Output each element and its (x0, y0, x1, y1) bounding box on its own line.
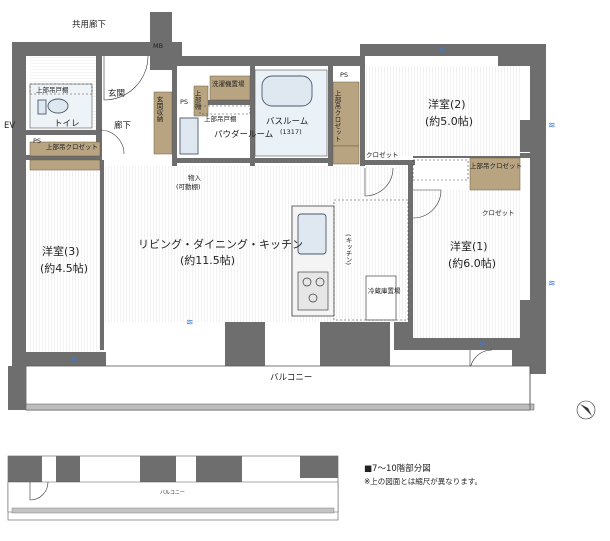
storage-label: 物入 (188, 173, 202, 182)
balcony-small-label: バルコニー (160, 490, 185, 496)
kitchen-area (291, 199, 409, 321)
bathroom-area (254, 69, 328, 157)
ps-label-mid: PS (180, 98, 188, 106)
room3-size-label: (約4.5帖) (40, 261, 88, 275)
room2-door-swing (364, 167, 394, 197)
entrance-door-swing (103, 55, 149, 101)
balcony-label: バルコニー (270, 373, 312, 383)
room3-label: 洋室(3) (42, 244, 80, 258)
ldk-size-label: (約11.5帖) (180, 253, 235, 267)
shoe-storage-label: 玄関収納 (155, 95, 163, 124)
upper-hanging-closet-label: 上部吊クロゼット (333, 89, 341, 143)
utility-area (179, 75, 251, 155)
ldk-label: リビング・ダイニング・キッチン (138, 237, 303, 251)
aircon-vent-icon: ≋ (438, 45, 446, 55)
upper-closet-label: 上部吊クロゼット (46, 142, 98, 151)
fridge-space-box (365, 275, 397, 321)
aircon-vent-icon: ≋ (186, 318, 194, 328)
closet-room3 (29, 159, 101, 171)
toilet-area (29, 83, 93, 129)
mb-label: MB (153, 42, 163, 50)
closet-label-room2: クロゼット (366, 150, 399, 159)
outer-walls (12, 12, 546, 382)
aircon-vent-icon: ≋ (478, 340, 486, 350)
upper-shelf-box (193, 85, 209, 117)
toilet-tank-icon (37, 99, 47, 115)
room1-label: 洋室(1) (450, 239, 488, 253)
closet-room2 (332, 145, 360, 165)
room-floors (30, 56, 520, 352)
upper-closet-left (29, 141, 101, 157)
balcony (8, 365, 535, 411)
legend-title: ■7～10階部分図 (364, 464, 431, 474)
closet-room1 (469, 157, 521, 191)
room1-size-label: (約6.0帖) (448, 256, 496, 270)
north-arrow-icon (576, 400, 596, 420)
room1-door-swing (412, 189, 442, 219)
legend-note: ※上の図面とは縮尺が異なります。 (364, 477, 483, 486)
ev-label: EV (4, 121, 15, 131)
partial-plan-7-10f (7, 455, 339, 521)
bathtub-icon (261, 75, 313, 107)
corridor-label: 廊下 (114, 120, 132, 131)
aircon-vent-icon: ≋ (548, 279, 556, 289)
shoe-storage-cabinet (153, 91, 173, 155)
toilet-door-swing (99, 129, 125, 155)
upper-closet-room2 (332, 81, 360, 147)
aircon-vent-icon: ≋ (70, 355, 78, 365)
room2-size-label: (約5.0帖) (425, 114, 473, 128)
stove-icon (297, 271, 329, 311)
aircon-vent-icon: ≋ (548, 121, 556, 131)
upper-closet-label-room1: 上部吊クロゼット (470, 161, 522, 170)
powder-room-label: パウダールーム (214, 129, 273, 140)
washbasin-icon (179, 117, 199, 155)
kitchen-sink-icon (297, 213, 327, 255)
closet-label-room1: クロゼット (482, 208, 515, 217)
toilet-bowl-icon (47, 98, 69, 114)
entrance-label: 玄関 (108, 88, 125, 99)
room2-label: 洋室(2) (428, 97, 466, 111)
common-corridor-label: 共用廊下 (72, 19, 107, 30)
bathroom-label: バスルーム (266, 117, 308, 127)
storage-note-label: (可動棚) (176, 182, 201, 191)
toilet-label: トイレ (54, 119, 80, 129)
ps-label-top: PS (340, 71, 348, 79)
upper-cabinet-label: 上部吊戸棚 (36, 85, 69, 94)
upper-shelf-label: 上部棚 (193, 89, 201, 111)
bathroom-size-label: (1317) (280, 128, 302, 136)
laundry-label: 洗濯機置場 (212, 79, 245, 88)
fridge-space-label: 冷蔵庫置場 (368, 286, 401, 295)
laundry-machine-space (209, 75, 251, 101)
kitchen-label: (キッチン) (344, 234, 352, 265)
ps-label-left: PS (33, 137, 41, 145)
entrance-area (99, 55, 173, 155)
aircon-marks: ≋ ≋ ≋ ≋ ≋ ≋ (70, 45, 556, 365)
upper-cabinet-label-2: 上部吊戸棚 (204, 114, 237, 123)
